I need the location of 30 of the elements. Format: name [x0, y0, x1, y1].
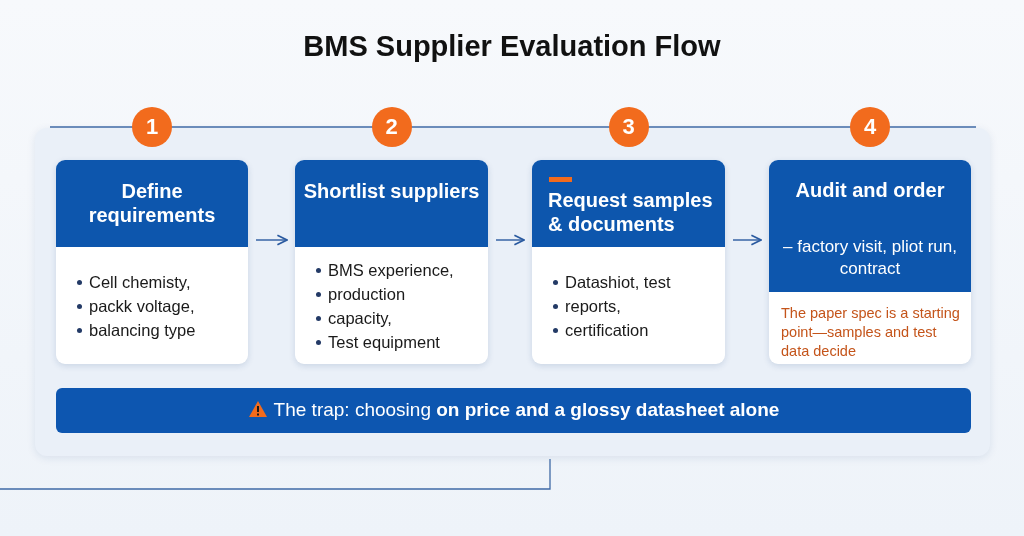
card-title: Audit and order — [794, 178, 946, 202]
bullet-text: Cell chemisty, — [89, 271, 192, 293]
bullet-text: Test equipment — [328, 331, 441, 353]
arrow — [255, 234, 288, 246]
arrow — [495, 234, 525, 246]
bullet-text: Datashiot, test — [565, 271, 672, 293]
warning-banner — [56, 388, 971, 433]
step-card — [56, 160, 248, 364]
card-title: Request samples & documents — [548, 188, 714, 236]
step-number: 3 — [608, 107, 649, 147]
card-title: Shortlist suppliers — [303, 179, 480, 203]
note-text: The paper spec is a starting point—samples and test data decide — [781, 304, 961, 361]
bullet-text: reports, — [565, 295, 622, 317]
bullet-text: capacity, — [328, 307, 393, 329]
warning-text: The trap: choosing on price and a glossy datasheet alone — [273, 399, 780, 420]
arrow — [732, 234, 762, 246]
step-number: 2 — [371, 107, 412, 147]
step-card — [769, 160, 971, 364]
bullet-text: production — [328, 283, 407, 305]
bullet-text: BMS experience, — [328, 259, 455, 281]
step-number: 1 — [132, 107, 172, 147]
step-card — [532, 160, 725, 364]
bullet-text: packk voltage, — [89, 295, 196, 317]
step-number: 4 — [850, 107, 890, 147]
bullet-text: certification — [565, 319, 650, 341]
diagram-title: BMS Supplier Evaluation Flow — [302, 30, 722, 63]
step-card — [295, 160, 488, 364]
card-title: Define requirements — [87, 179, 217, 227]
card-subtitle: – factory visit, pliot run, contract — [782, 236, 958, 280]
bullet-text: balancing type — [89, 319, 197, 341]
